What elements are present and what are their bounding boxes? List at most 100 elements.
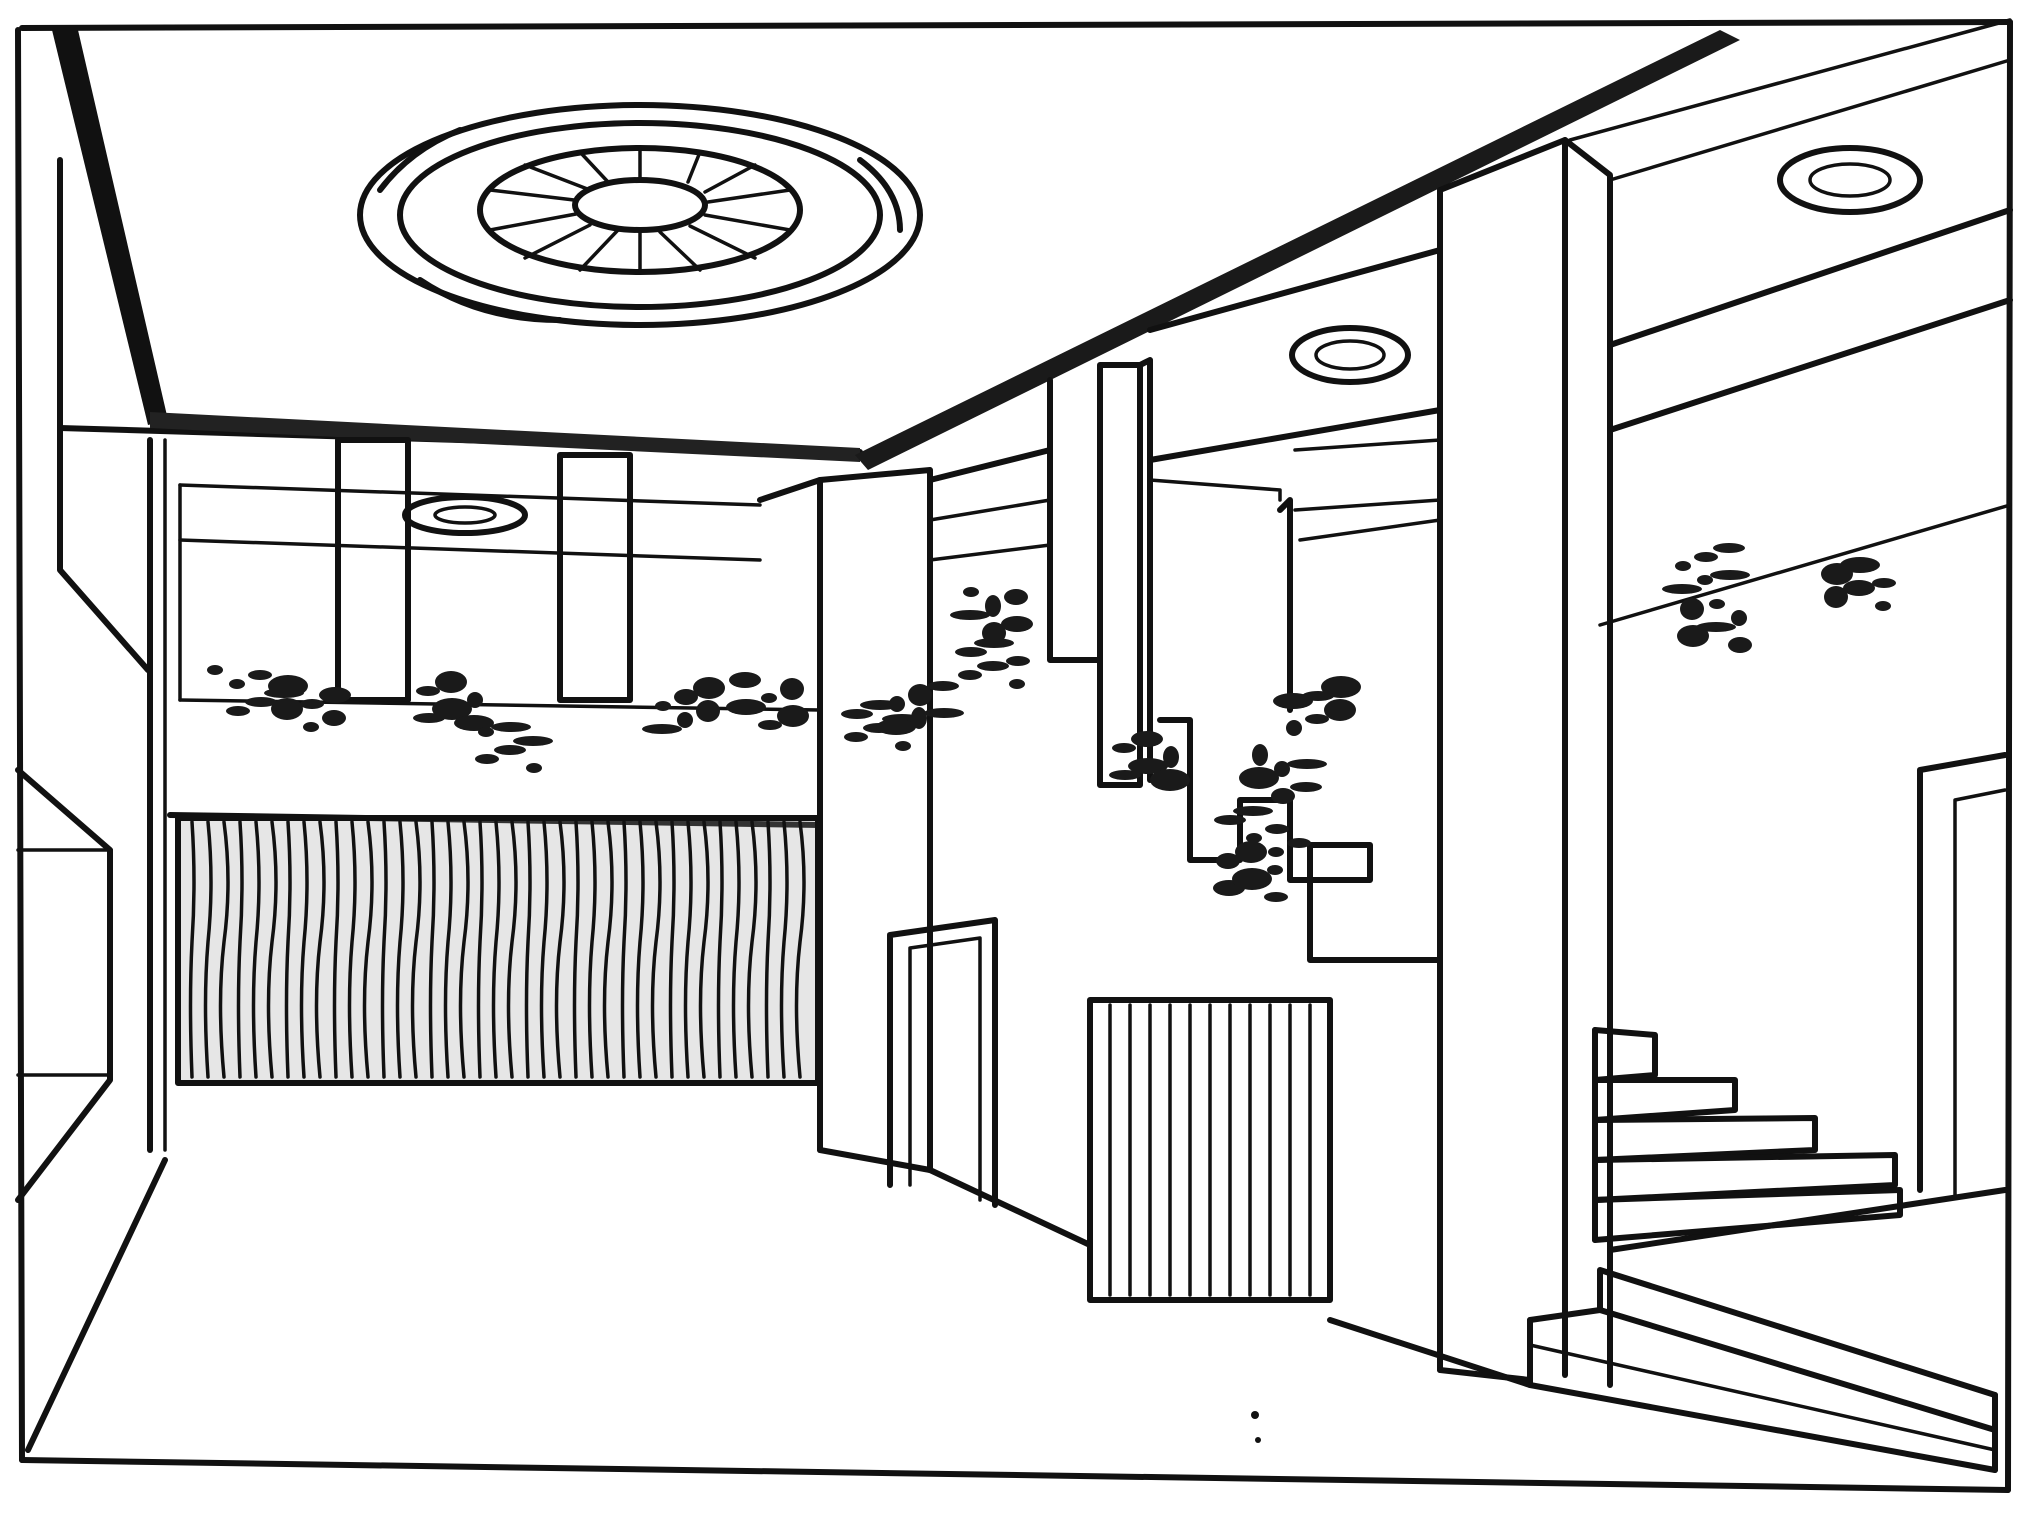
leaf-blob <box>300 699 324 709</box>
leaf-blob <box>1265 824 1289 834</box>
leaf-blob <box>1843 580 1875 596</box>
curtain-fold <box>524 820 532 1079</box>
curtain-fold <box>251 820 261 1079</box>
curtain-fold <box>332 820 340 1079</box>
leaf-blob <box>985 595 1001 617</box>
leaf-blob <box>1286 720 1302 736</box>
leaf-blob <box>844 732 868 742</box>
leaf-blob <box>1287 838 1311 848</box>
leaf-blob <box>924 708 964 718</box>
curtain-fold <box>602 820 614 1079</box>
doorway-center <box>887 917 998 1208</box>
ceiling-rosette-small <box>402 145 1923 536</box>
leaf-blob <box>322 710 346 726</box>
leaf-blob <box>895 741 911 751</box>
leaf-blob <box>1274 761 1290 777</box>
curtain-fold <box>380 820 388 1079</box>
curtain-fold <box>506 820 518 1079</box>
leaf-blob <box>726 699 766 715</box>
leaf-blob <box>1112 743 1136 753</box>
leaf-blob <box>526 763 542 773</box>
curtain-fold <box>746 820 758 1079</box>
leaf-blob <box>1872 578 1896 588</box>
center-pier <box>817 467 933 1173</box>
leaf-blob <box>1252 744 1268 766</box>
curtain-fold <box>794 820 806 1079</box>
leaf-blob <box>245 697 277 707</box>
leaf-blob <box>1004 589 1028 605</box>
leaf-blob <box>1235 841 1267 863</box>
leaf-blob <box>780 678 804 700</box>
curtain-fold <box>188 820 196 1079</box>
leaf-blob <box>1697 575 1713 585</box>
curtain-fold <box>731 820 741 1079</box>
leaf-blob <box>674 689 698 705</box>
leaf-blob <box>758 720 782 730</box>
leaf-blob <box>491 722 531 732</box>
leaf-blob <box>1305 714 1329 724</box>
right-room <box>1598 207 2013 1253</box>
curtain-fold <box>572 820 580 1079</box>
leaf-blob <box>955 647 987 657</box>
leaf-blob <box>319 687 351 703</box>
curtain-fold <box>410 820 422 1079</box>
curtain-fold <box>299 820 309 1079</box>
curtain-fold <box>668 820 676 1079</box>
entry-steps <box>1527 1267 1998 1473</box>
leaf-blob <box>1001 616 1033 632</box>
leaf-blob <box>1324 699 1356 721</box>
leaf-blob <box>1232 868 1272 890</box>
leaf-blob <box>475 754 499 764</box>
curtain-fold <box>443 820 453 1079</box>
leaf-blob <box>1150 769 1190 791</box>
leaf-blob <box>1246 833 1262 843</box>
curtain-fold <box>458 820 470 1079</box>
leaf-blob <box>1128 758 1168 774</box>
leaf-blob <box>876 719 916 735</box>
large-column <box>1437 137 1613 1388</box>
curtain-fold <box>650 820 662 1079</box>
leaf-blob <box>1268 847 1284 857</box>
leaf-blob <box>1709 599 1725 609</box>
leaf-blob <box>432 698 472 720</box>
leaf-blob <box>911 707 927 729</box>
curtain-fold <box>395 820 405 1079</box>
curtain-fold <box>428 820 436 1079</box>
curtain-fold <box>554 820 566 1079</box>
curtain-fold <box>476 820 484 1079</box>
leaf-blob <box>950 610 990 620</box>
curtain-fold <box>266 820 278 1079</box>
leaf-blob <box>416 686 440 696</box>
curtain-fold <box>635 820 645 1079</box>
curtain-fold <box>539 820 549 1079</box>
leaf-blob <box>974 638 1014 648</box>
curtain-fold <box>491 820 501 1079</box>
leaf-blob <box>268 675 308 697</box>
leaf-blob <box>1875 601 1891 611</box>
leaf-blob <box>1109 770 1141 780</box>
leaf-blob <box>696 700 720 722</box>
leaf-blob <box>693 677 725 699</box>
curtain-fold <box>764 820 772 1079</box>
leaf-blob <box>229 679 245 689</box>
leaf-blob <box>435 671 467 693</box>
leaf-blob <box>207 665 223 675</box>
leaf-blob <box>1239 767 1279 789</box>
leaf-blob <box>513 736 553 746</box>
leaf-blob <box>1264 892 1288 902</box>
leaf-blob <box>977 661 1009 671</box>
curtain-fold <box>314 820 326 1079</box>
leaf-blob <box>777 705 809 727</box>
curtain-fold <box>236 820 244 1079</box>
leaf-blob <box>454 715 494 731</box>
radiator <box>1087 997 1333 1303</box>
leaf-blob <box>958 670 982 680</box>
stage-curtain <box>175 815 821 1086</box>
leaf-blob <box>1824 586 1848 608</box>
leaf-blob <box>1163 746 1179 768</box>
leaf-blob <box>1321 676 1361 698</box>
ceiling-rosette-large <box>357 102 923 328</box>
leaf-blob <box>478 727 494 737</box>
leaf-blob <box>1214 815 1246 825</box>
leaf-blob <box>1271 788 1295 804</box>
